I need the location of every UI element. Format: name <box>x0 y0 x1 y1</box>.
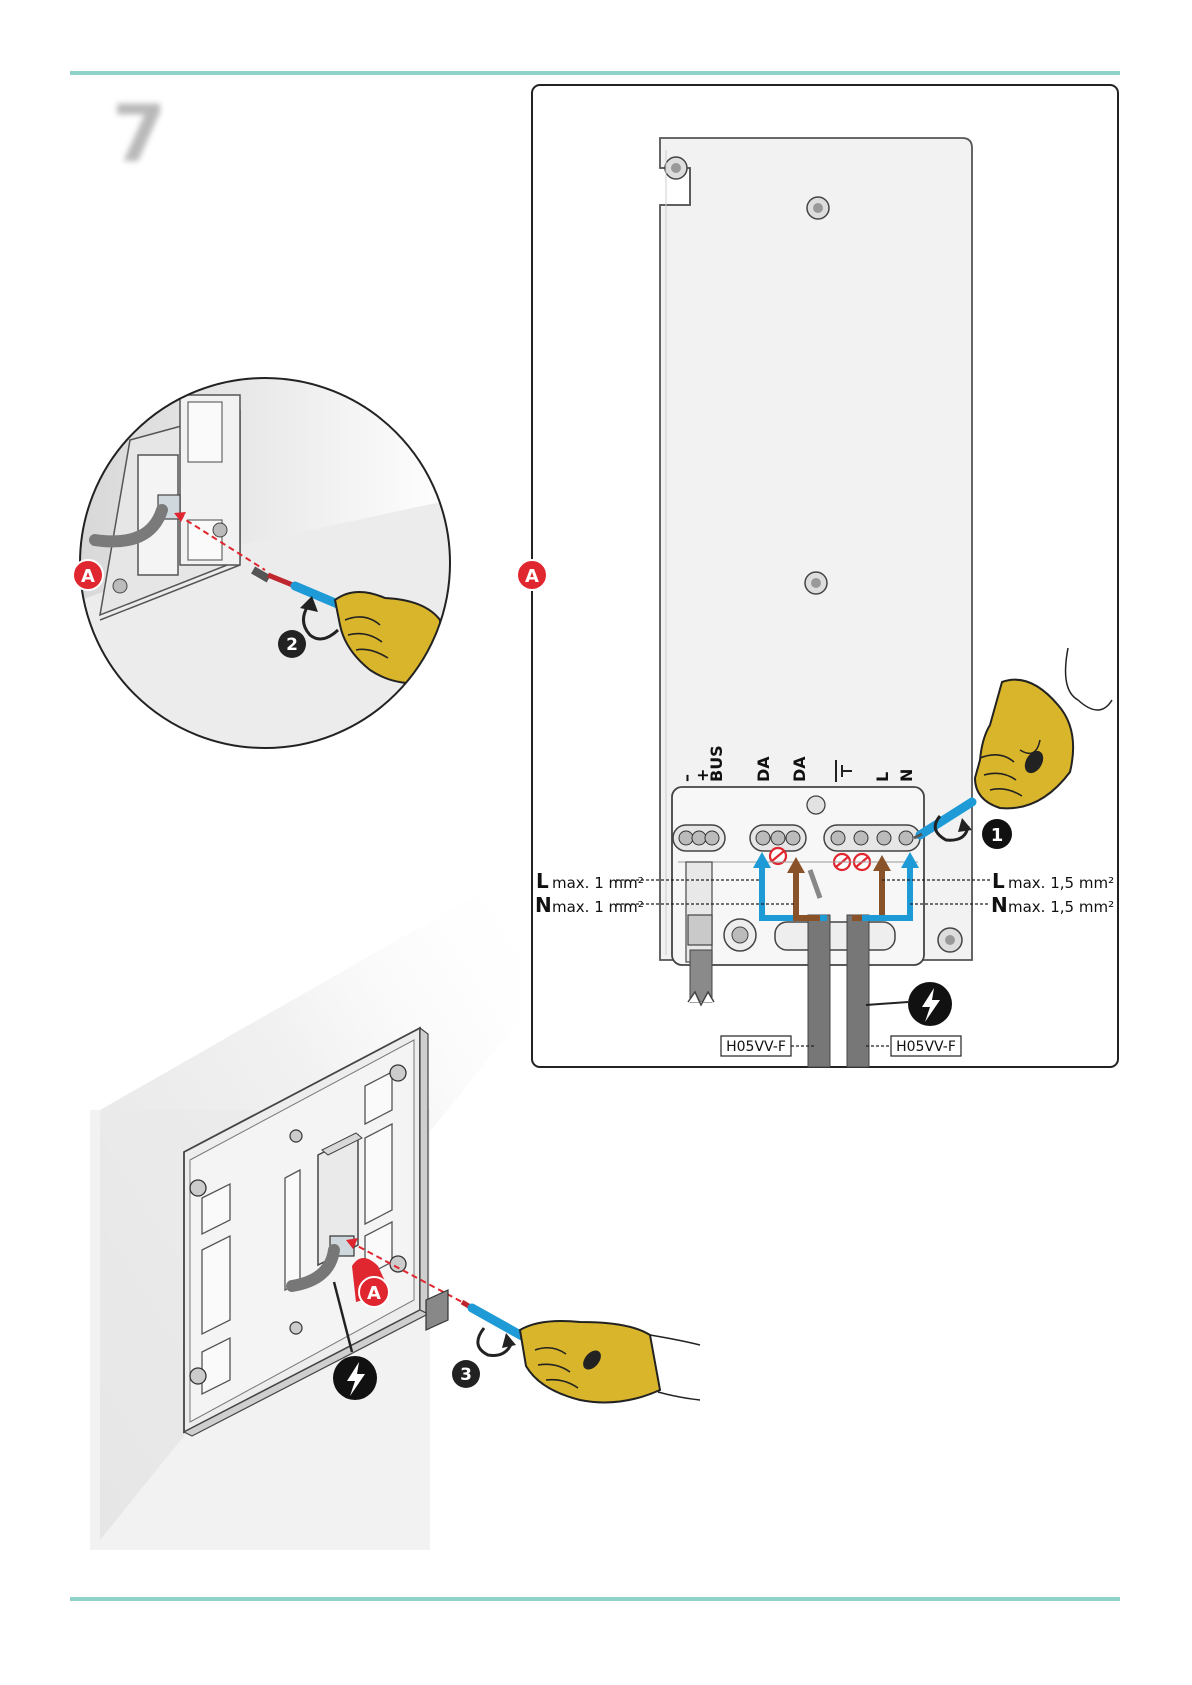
svg-text:1: 1 <box>991 825 1004 846</box>
svg-text:A: A <box>367 1283 381 1304</box>
svg-text:N: N <box>535 893 552 917</box>
terminal-n: N <box>897 769 916 782</box>
svg-text:H05VV-F: H05VV-F <box>896 1039 956 1055</box>
step-2-marker: 2 <box>278 630 306 658</box>
svg-text:max. 1,5 mm²: max. 1,5 mm² <box>1008 874 1114 892</box>
bus-terminal <box>673 825 725 851</box>
terminal-bus: BUS <box>707 745 726 782</box>
terminal-l: L <box>873 772 892 782</box>
terminal-da-1: DA <box>754 756 773 782</box>
power-terminal <box>824 825 920 851</box>
svg-text:max. 1 mm²: max. 1 mm² <box>552 874 644 892</box>
callout-a-panel: A <box>517 560 547 590</box>
svg-text:H05VV-F: H05VV-F <box>726 1039 786 1055</box>
high-voltage-icon <box>333 1356 377 1400</box>
svg-text:3: 3 <box>460 1365 472 1385</box>
svg-text:A: A <box>81 566 95 587</box>
step-3-marker: 3 <box>452 1360 480 1388</box>
svg-text:max. 1 mm²: max. 1 mm² <box>552 898 644 916</box>
svg-text:A: A <box>525 566 539 587</box>
svg-text:L: L <box>992 869 1005 893</box>
svg-text:max. 1,5 mm²: max. 1,5 mm² <box>1008 898 1114 916</box>
callout-a-left: A <box>73 560 103 590</box>
terminal-da-2: DA <box>790 756 809 782</box>
step-1-marker: 1 <box>982 819 1012 849</box>
svg-text:2: 2 <box>286 635 298 655</box>
detail-circle: 2 <box>80 378 450 748</box>
svg-text:L: L <box>536 869 549 893</box>
high-voltage-icon <box>908 982 952 1026</box>
svg-text:N: N <box>991 893 1008 917</box>
